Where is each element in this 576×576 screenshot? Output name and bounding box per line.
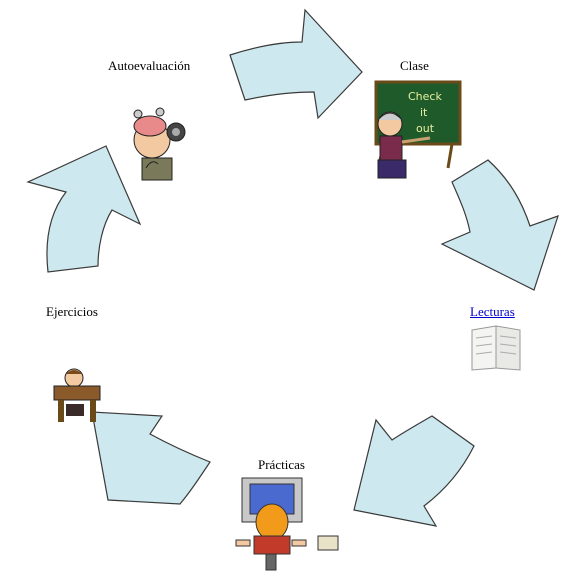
node-label-ejercicios: Ejercicios [46,304,98,319]
node-label-clase: Clase [400,58,429,73]
node-link-lecturas[interactable]: Lecturas [470,304,515,319]
thinking-scientist-icon [133,107,186,181]
chalkboard-text-2: it [420,106,428,119]
arrow-lecturas-to-practicas [353,415,475,527]
teacher-chalkboard-icon [374,80,462,179]
student-at-computer-icon [235,477,339,571]
arrow-autoevaluacion-to-clase [229,8,363,120]
node-label-autoevaluacion: Autoevaluación [108,58,191,73]
arrow-ejercicios-to-autoevaluacion [26,145,142,273]
cycle-arrows [26,8,559,527]
chalkboard-text-3: out [416,122,435,135]
arrow-practicas-to-ejercicios [91,411,211,505]
node-label-practicas: Prácticas [258,457,305,472]
chalkboard-text-1: Check [408,90,442,103]
student-at-desk-icon [53,368,101,422]
open-book-icon [471,325,521,371]
arrow-clase-to-lecturas [440,159,559,291]
